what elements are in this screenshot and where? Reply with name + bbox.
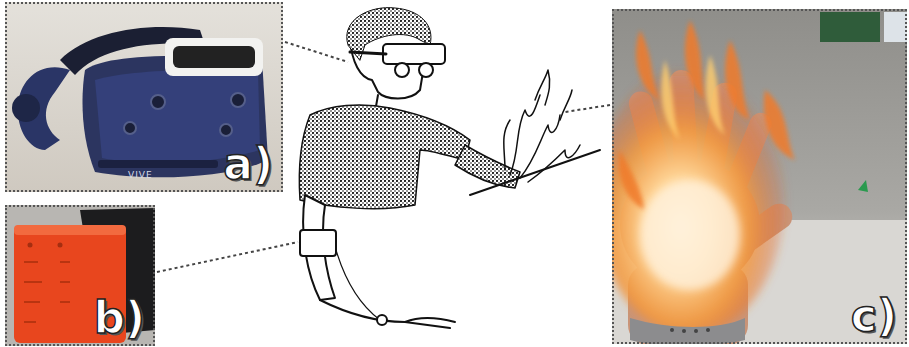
panel-letter: a) [223,142,273,186]
user-sketch [299,8,600,328]
panel-letter: b) [93,296,145,340]
fire-hand-photo [612,9,907,344]
photo-panel: a) [5,2,283,192]
controller-box-photo [5,205,155,346]
headset-photo [5,2,283,192]
photo-panel: b) [5,205,155,346]
panel-letter: c) [851,294,897,338]
leader-line [157,42,610,272]
photo-panel: c) [612,9,907,344]
brand-label: VIVE [128,171,153,180]
